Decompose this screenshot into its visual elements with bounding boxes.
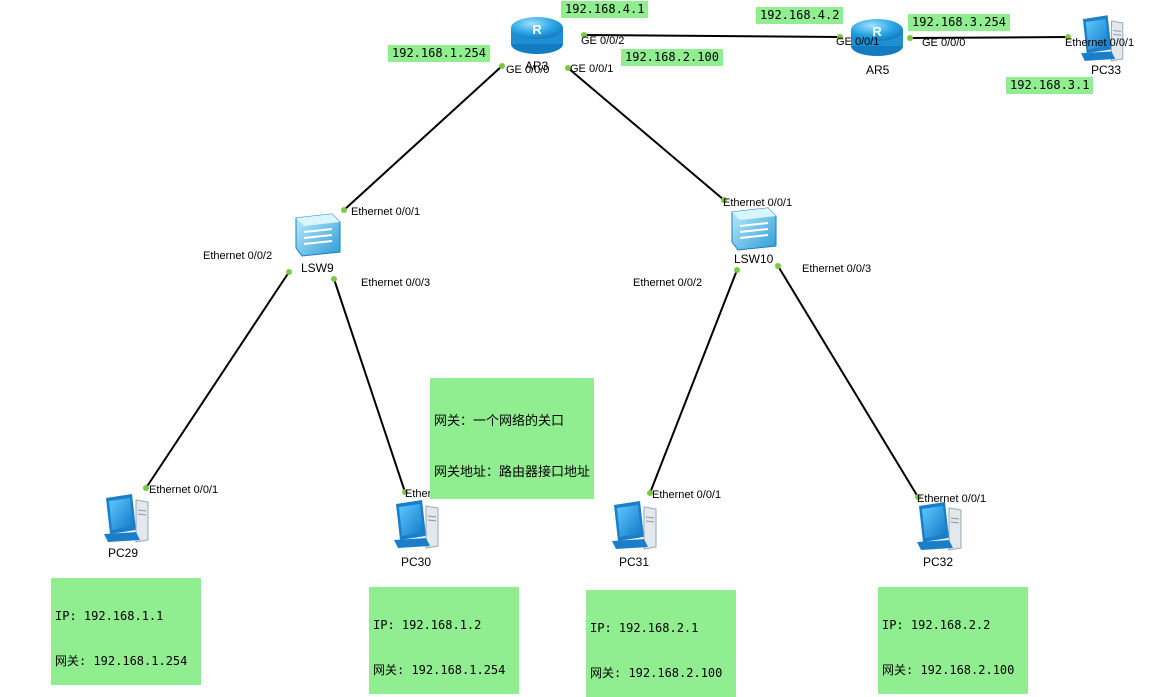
port-dot (721, 197, 727, 203)
pc31-ip: IP: 192.168.2.1 (590, 621, 699, 635)
port-dot (581, 32, 587, 38)
pc-icon (916, 501, 962, 551)
pc30-ip: IP: 192.168.1.2 (373, 618, 482, 632)
ip-label-ar3-ge001: 192.168.2.100 (621, 49, 723, 66)
link-lsw9-pc30[interactable] (333, 278, 406, 493)
switch-lsw9[interactable] (295, 213, 341, 257)
pc-pc31[interactable] (611, 500, 657, 550)
pc30-gateway: 网关: 192.168.1.254 (373, 663, 506, 677)
port-label: Ethernet 0/0/1 (917, 493, 986, 505)
port-label: Ethernet 0/0/2 (203, 250, 272, 262)
port-label: Ethernet 0/0/1 (723, 197, 792, 209)
switch-icon (295, 213, 341, 257)
device-name-ar5: AR5 (866, 63, 890, 77)
pc29-config-note: IP: 192.168.1.1 网关: 192.168.1.254 (51, 578, 201, 685)
pc-pc30[interactable] (393, 499, 439, 549)
link-ar5-pc33[interactable] (909, 36, 1069, 39)
pc31-config-note: IP: 192.168.2.1 网关: 192.168.2.100 (586, 590, 736, 697)
definition-line-1: 网关：一个网络的关口 (434, 414, 565, 429)
port-label: Ethernet 0/0/3 (361, 277, 430, 289)
port-dot (499, 63, 505, 69)
pc-icon (611, 500, 657, 550)
port-dot (907, 35, 913, 41)
port-label: GE 0/0/0 (922, 37, 965, 49)
pc31-gateway: 网关: 192.168.2.100 (590, 666, 723, 680)
ip-label-ar5-ge000: 192.168.3.254 (908, 14, 1010, 31)
pc30-config-note: IP: 192.168.1.2 网关: 192.168.1.254 (369, 587, 519, 694)
device-name-pc33: PC33 (1091, 63, 1121, 77)
port-dot (565, 65, 571, 71)
link-ar3-lsw9[interactable] (343, 65, 503, 211)
port-dot (341, 207, 347, 213)
ip-label-pc33: 192.168.3.1 (1006, 77, 1094, 94)
port-label: Ethernet 0/0/1 (351, 206, 420, 218)
port-dot (915, 494, 921, 500)
port-label: GE 0/0/0 (506, 64, 549, 76)
device-name-lsw10: LSW10 (734, 252, 774, 266)
router-icon (511, 17, 563, 54)
pc32-ip: IP: 192.168.2.2 (882, 618, 991, 632)
port-dot (647, 490, 653, 496)
switch-icon (731, 207, 777, 251)
port-label: GE 0/0/1 (836, 36, 879, 48)
pc-pc32[interactable] (916, 501, 962, 551)
ip-label-ar3-ge000: 192.168.1.254 (388, 45, 490, 62)
port-dot (402, 489, 408, 495)
pc-icon (393, 499, 439, 549)
link-lsw10-pc32[interactable] (777, 265, 919, 498)
port-label: GE 0/0/1 (570, 63, 613, 75)
link-ar3-lsw10[interactable] (567, 67, 725, 201)
device-name-lsw9: LSW9 (301, 261, 334, 275)
port-dot (837, 34, 843, 40)
link-lsw10-pc31[interactable] (649, 269, 738, 494)
port-label: Ethernet 0/0/1 (149, 484, 218, 496)
port-label: Ethernet 0/0/1 (1065, 37, 1134, 49)
pc29-ip: IP: 192.168.1.1 (55, 609, 164, 623)
port-dot (331, 276, 337, 282)
port-dot (1065, 34, 1071, 40)
device-name-pc31: PC31 (619, 555, 649, 569)
device-name-pc29: PC29 (108, 546, 138, 560)
device-name-pc32: PC32 (923, 555, 953, 569)
switch-lsw10[interactable] (731, 207, 777, 251)
port-dot (734, 267, 740, 273)
topology-canvas: R (103, 14, 1134, 569)
pc-pc29[interactable] (103, 493, 149, 543)
ip-label-ar5-ge001: 192.168.4.2 (756, 7, 844, 24)
port-label: Ethernet 0/0/3 (802, 263, 871, 275)
pc32-gateway: 网关: 192.168.2.100 (882, 663, 1015, 677)
device-name-pc30: PC30 (401, 555, 431, 569)
gateway-definition-note: 网关：一个网络的关口 网关地址：路由器接口地址 (430, 378, 595, 499)
port-dot (143, 485, 149, 491)
port-label: Ethernet 0/0/2 (633, 277, 702, 289)
port-dot (286, 269, 292, 275)
link-ar3-ar5[interactable] (583, 34, 841, 38)
link-lsw9-pc29[interactable] (145, 271, 290, 489)
port-label: GE 0/0/2 (581, 35, 624, 47)
device-name-ar3: AR3 (525, 59, 549, 73)
ip-label-ar3-ge002: 192.168.4.1 (561, 1, 649, 18)
port-dot (775, 263, 781, 269)
pc29-gateway: 网关: 192.168.1.254 (55, 654, 188, 668)
port-label: Ethernet 0/0/1 (652, 489, 721, 501)
router-ar3[interactable] (511, 17, 563, 54)
definition-line-2: 网关地址：路由器接口地址 (434, 465, 591, 480)
pc32-config-note: IP: 192.168.2.2 网关: 192.168.2.100 (878, 587, 1028, 694)
pc-icon (103, 493, 149, 543)
